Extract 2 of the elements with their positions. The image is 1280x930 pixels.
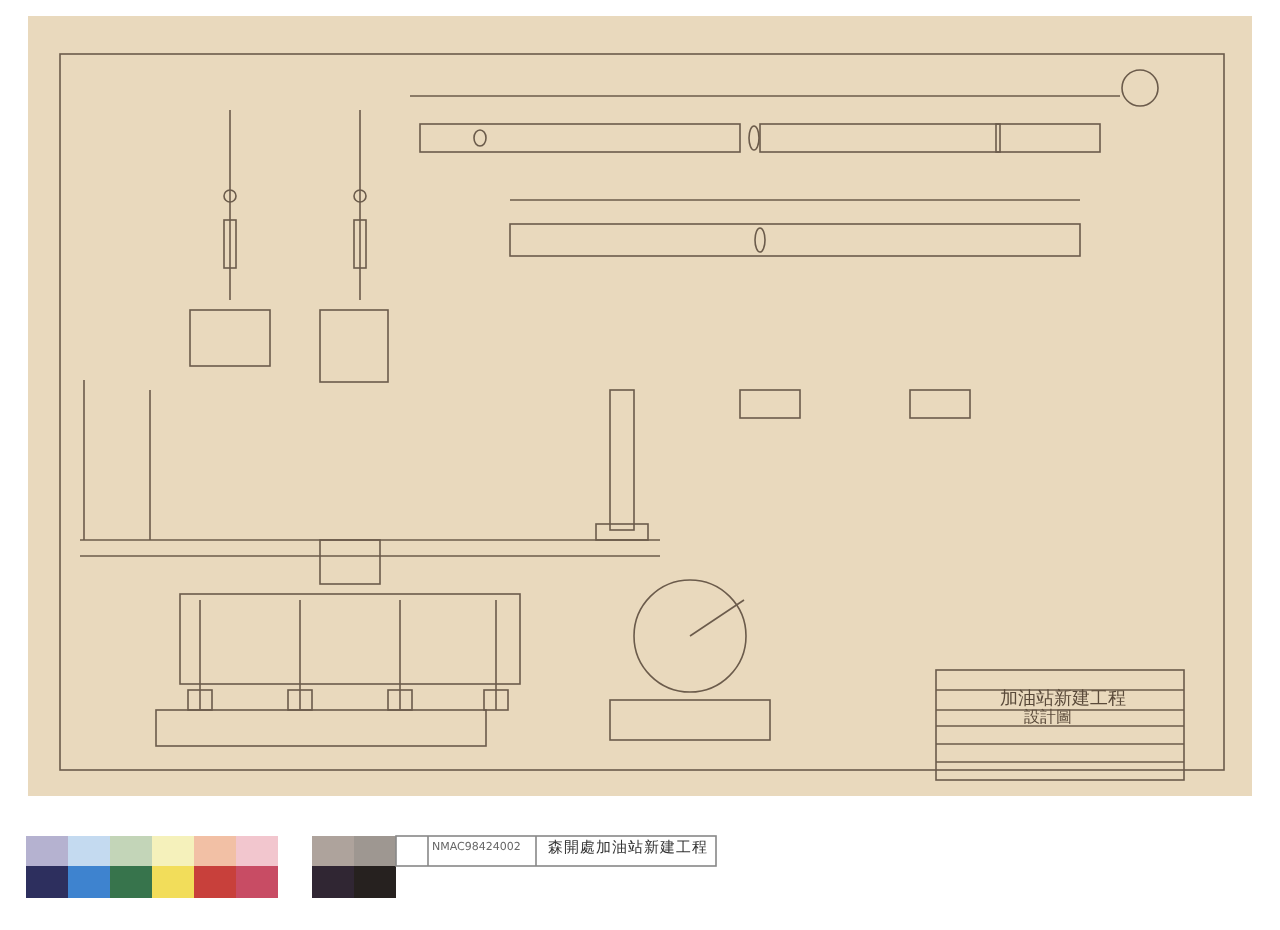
title-block-text: 加油站新建工程 xyxy=(1000,692,1126,710)
title-block-text: 設計圖 xyxy=(1024,710,1072,726)
